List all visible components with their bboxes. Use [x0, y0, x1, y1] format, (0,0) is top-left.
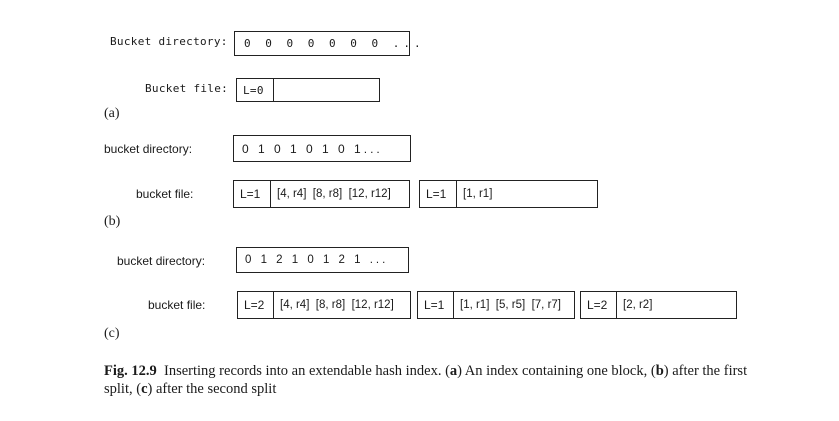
caption-part-a: a [449, 363, 458, 379]
bucket-records: [4, r4] [8, r8] [12, r12] [280, 299, 394, 311]
caption-part-b: b [655, 363, 664, 379]
directory-entries-c: 0 1 2 1 0 1 2 1 ... [245, 254, 389, 266]
caption-text: Inserting records into an extendable has… [164, 363, 450, 379]
file-label-c: bucket file: [148, 298, 206, 312]
bucket-header: L=2 [238, 292, 274, 318]
directory-entries-b: 0 1 0 1 0 1 0 1... [242, 141, 383, 156]
bucket-b1: L=1 [4, r4] [8, r8] [12, r12] [233, 180, 410, 208]
bucket-header: L=1 [234, 181, 271, 207]
bucket-directory-c: 0 1 2 1 0 1 2 1 ... [236, 247, 409, 273]
file-label-b: bucket file: [136, 187, 194, 201]
bucket-header: L=0 [237, 79, 274, 101]
caption-text: ) after the first split, ( [104, 363, 748, 397]
part-label-b: (b) [104, 214, 121, 229]
bucket-records: [4, r4] [8, r8] [12, r12] [277, 188, 391, 200]
bucket-c3: L=2 [2, r2] [580, 291, 737, 319]
bucket-a1: L=0 [236, 78, 380, 102]
bucket-directory-a: 0 0 0 0 0 0 0 ... [234, 31, 425, 56]
file-label-a: Bucket file: [145, 82, 229, 95]
bucket-c1: L=2 [4, r4] [8, r8] [12, r12] [237, 291, 411, 319]
figure-caption: Fig. 12.9 Inserting records into an exte… [104, 362, 764, 398]
bucket-directory-b: 0 1 0 1 0 1 0 1... [233, 135, 411, 162]
bucket-records: [1, r1] [463, 188, 493, 200]
directory-label-c: bucket directory: [117, 254, 206, 268]
directory-label-a: Bucket directory: [110, 35, 228, 48]
bucket-b2: L=1 [1, r1] [419, 180, 598, 208]
bucket-records: [2, r2] [623, 299, 653, 311]
part-label-c: (c) [104, 326, 120, 341]
caption-part-c: c [141, 381, 148, 397]
directory-entries-a: 0 0 0 0 0 0 0 ... [244, 37, 425, 50]
bucket-header: L=1 [418, 292, 454, 318]
bucket-c2: L=1 [1, r1] [5, r5] [7, r7] [417, 291, 575, 319]
bucket-header: L=2 [581, 292, 617, 318]
caption-text: ) An index containing one block, ( [457, 363, 656, 379]
bucket-records: [1, r1] [5, r5] [7, r7] [460, 299, 561, 311]
part-label-a: (a) [104, 106, 120, 121]
bucket-header: L=1 [420, 181, 457, 207]
directory-label-b: bucket directory: [104, 142, 193, 156]
caption-text: ) after the second split [147, 381, 277, 397]
figure-number: Fig. 12.9 [104, 363, 157, 379]
bucket-records [274, 79, 379, 101]
